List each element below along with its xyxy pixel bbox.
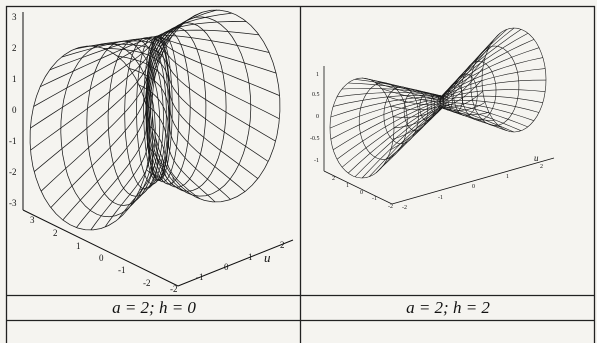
mesh-line xyxy=(118,93,153,220)
z-tick-label: 0 xyxy=(12,105,17,115)
z-tick-label: 2 xyxy=(12,43,17,53)
y-tick-label: -2 xyxy=(388,204,393,210)
axes xyxy=(323,66,555,205)
x-tick-label: 0 xyxy=(472,184,475,190)
z-tick-label: 3 xyxy=(12,12,17,22)
z-tick-label: -1 xyxy=(9,136,17,146)
mesh-line xyxy=(361,77,546,99)
mesh-line xyxy=(149,125,186,192)
mesh-line xyxy=(117,55,246,192)
mesh-line xyxy=(129,68,231,200)
y-tick-label: -2 xyxy=(143,278,151,288)
x-tick-label: 2 xyxy=(280,240,285,250)
surface-plot-left: 3 2 1 0 -1 -2 -3 3 2 1 0 -1 -2 -2 -1 0 1… xyxy=(9,9,294,294)
mesh-line xyxy=(61,38,280,120)
x-tick-label: 2 xyxy=(540,164,543,170)
z-tick-label: -1 xyxy=(314,158,319,164)
z-tick-label: 0 xyxy=(316,114,319,120)
mesh-line xyxy=(130,116,155,207)
mesh-line xyxy=(368,78,543,103)
x-tick-label: -2 xyxy=(170,284,178,294)
mesh-line xyxy=(40,35,277,88)
mesh-line xyxy=(368,79,483,177)
mesh-line xyxy=(341,57,543,97)
z-tick-label: -0.5 xyxy=(310,136,320,142)
mesh-line xyxy=(381,102,486,168)
mesh-line xyxy=(104,70,157,228)
z-tick-label: 1 xyxy=(12,74,17,84)
y-tick-label: -1 xyxy=(372,196,377,202)
mesh-line xyxy=(333,29,508,151)
mesh-line xyxy=(49,36,280,96)
y-axis-ticks: 3 2 1 0 -1 -2 xyxy=(30,215,151,288)
mesh-line xyxy=(30,29,260,129)
mesh-line xyxy=(375,82,540,113)
mesh-line xyxy=(361,68,484,179)
mesh-line xyxy=(375,91,483,174)
y-axis-ticks: 2 1 0 -1 -2 xyxy=(332,176,393,210)
y-tick-label: -1 xyxy=(118,265,126,275)
z-tick-label: 1 xyxy=(316,72,319,78)
y-tick-label: 1 xyxy=(346,183,349,189)
mesh-line xyxy=(90,50,165,231)
x-axis-ticks: -2 -1 0 1 2 xyxy=(170,240,285,294)
z-axis-ticks: 3 2 1 0 -1 -2 -3 xyxy=(9,12,17,208)
mesh-line xyxy=(74,40,276,142)
x-tick-label: 0 xyxy=(224,262,229,272)
caption-left: a = 2; h = 0 xyxy=(112,298,196,317)
mesh-line xyxy=(393,105,515,133)
mesh-line xyxy=(89,43,269,162)
z-tick-label: -3 xyxy=(9,198,17,208)
y-tick-label: 1 xyxy=(76,241,81,251)
mesh-line xyxy=(103,48,259,179)
y-tick-label: 0 xyxy=(360,190,363,196)
mesh-line xyxy=(329,29,522,129)
x-tick-label: -1 xyxy=(438,195,443,201)
axis-label-u: u xyxy=(534,153,539,163)
mesh-line xyxy=(138,84,216,203)
x-tick-label: -1 xyxy=(196,272,204,282)
x-axis-ticks: -2 -1 0 1 2 xyxy=(402,164,543,211)
mesh-line xyxy=(33,12,233,172)
mesh-line xyxy=(390,104,522,131)
caption-right: a = 2; h = 2 xyxy=(406,298,490,317)
surface-plot-right: 1 0.5 0 -0.5 -1 2 1 0 -1 -2 -2 -1 0 1 2 … xyxy=(310,27,555,211)
mesh-line xyxy=(145,104,201,200)
mesh-line xyxy=(386,96,528,128)
x-tick-label: -2 xyxy=(402,205,407,211)
z-axis-ticks: 1 0.5 0 -0.5 -1 xyxy=(310,72,320,164)
mesh-line xyxy=(347,47,490,174)
y-tick-label: 0 xyxy=(99,253,104,263)
x-tick-label: 1 xyxy=(506,174,509,180)
mesh-line xyxy=(341,39,495,168)
x-tick-label: 1 xyxy=(248,252,253,262)
mesh-line xyxy=(329,77,395,179)
mesh-line xyxy=(139,138,158,190)
y-tick-label: 2 xyxy=(53,228,58,238)
mesh-line xyxy=(354,57,486,178)
mesh-line xyxy=(76,33,175,228)
mesh-line xyxy=(146,159,165,181)
y-tick-label: 2 xyxy=(332,176,335,182)
mesh-line xyxy=(393,107,501,140)
surface-mesh xyxy=(29,9,281,231)
surface-mesh xyxy=(329,27,547,179)
z-tick-label: -2 xyxy=(9,167,17,177)
z-tick-label: 0.5 xyxy=(312,92,320,98)
y-tick-label: 3 xyxy=(30,215,35,225)
axes xyxy=(22,12,294,287)
axis-label-u: u xyxy=(264,250,271,265)
